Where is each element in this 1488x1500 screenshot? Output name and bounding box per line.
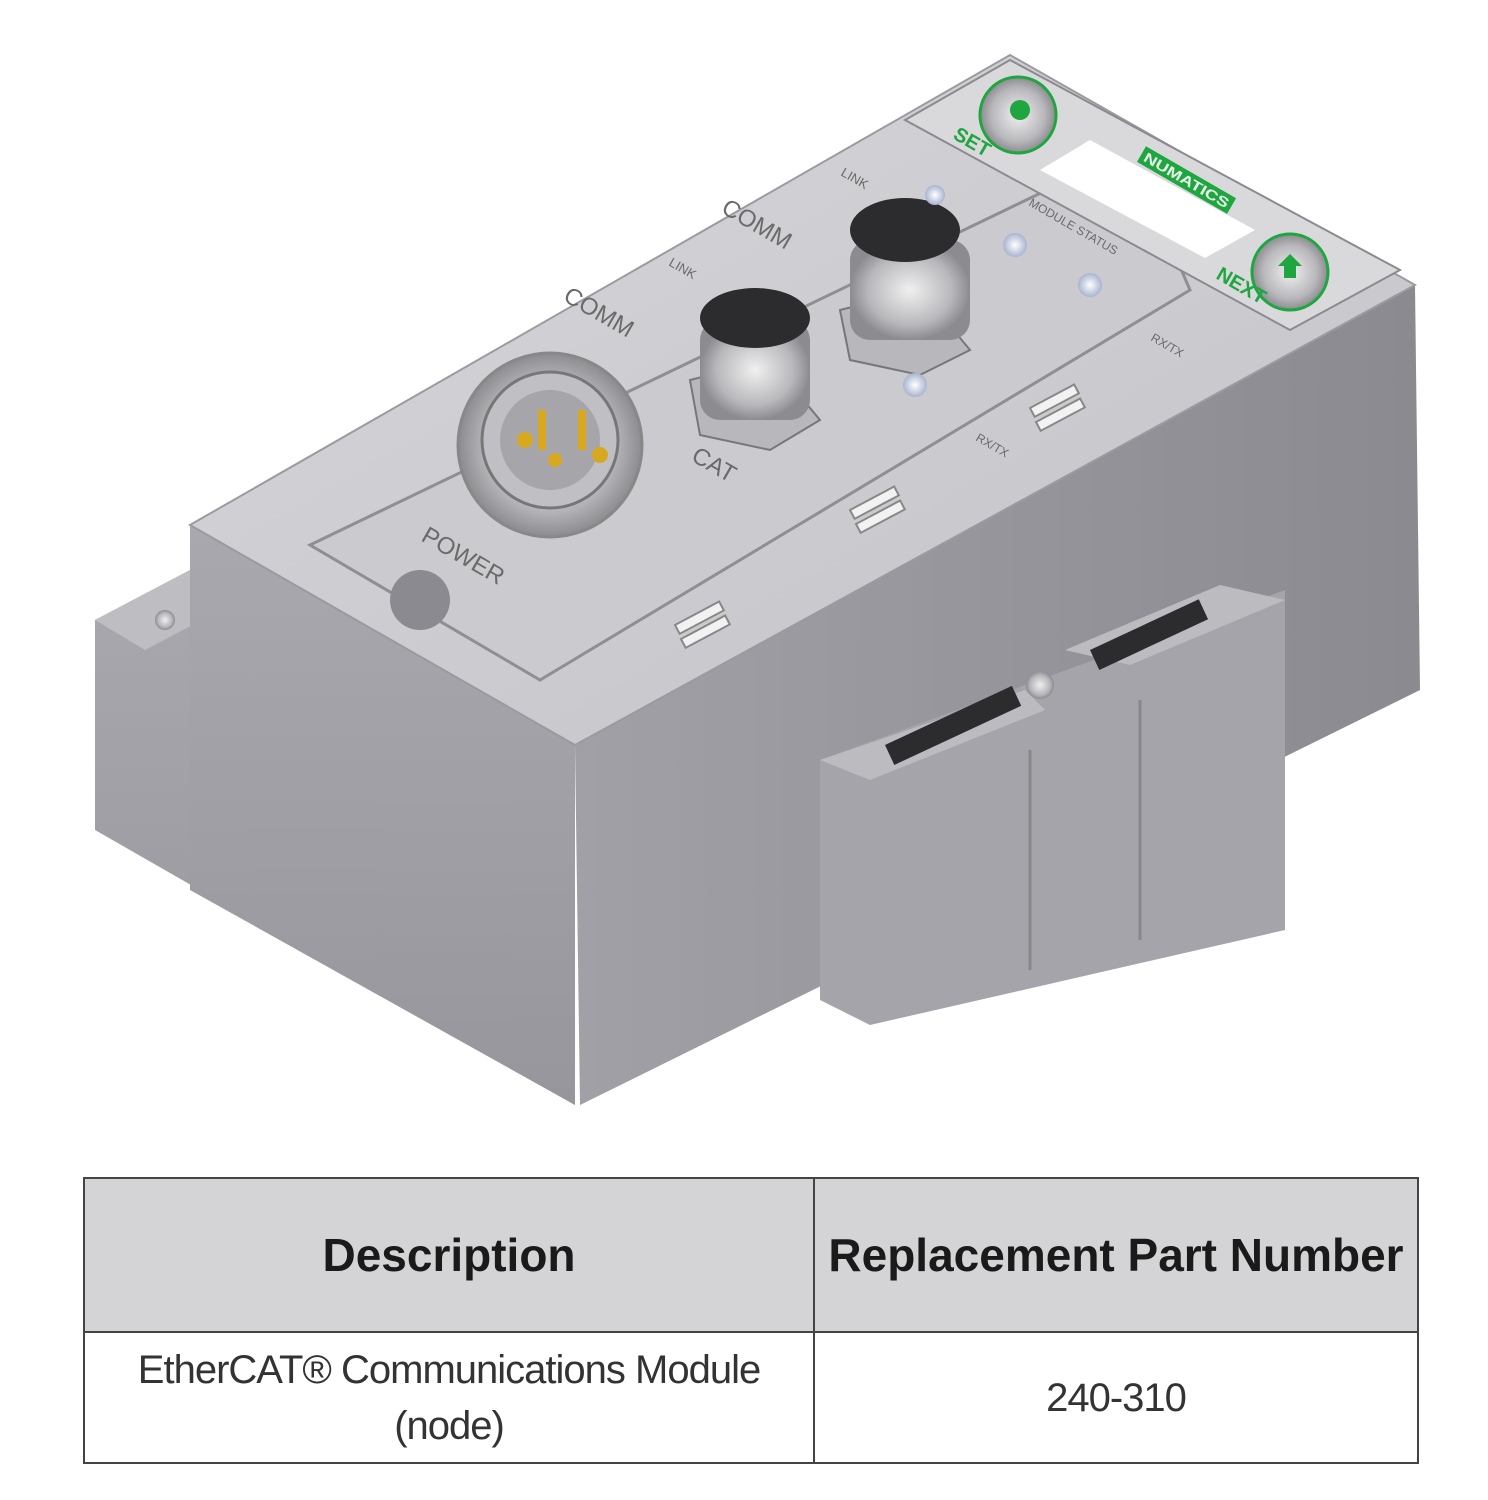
ethercat-port-2[interactable] xyxy=(838,198,972,377)
status-led xyxy=(1078,273,1102,297)
body-front-face xyxy=(190,525,575,1105)
table-header-row: Description Replacement Part Number xyxy=(83,1177,1419,1333)
part-number-header: Replacement Part Number xyxy=(813,1177,1419,1333)
mount-hole xyxy=(390,570,450,630)
power-connector xyxy=(456,351,644,539)
screw-icon xyxy=(155,610,175,630)
ethercat-module-illustration: SET NEXT NUMATICS LINK LINK COMM COMM MO… xyxy=(95,53,1420,1105)
status-led xyxy=(1003,233,1027,257)
description-cell: EtherCAT® Communications Module (node) xyxy=(83,1331,815,1464)
arrow-up-icon xyxy=(1278,254,1302,278)
status-led xyxy=(903,373,927,397)
display-window xyxy=(1040,140,1255,258)
table-row: EtherCAT® Communications Module (node) 2… xyxy=(83,1331,1419,1464)
replacement-parts-table: Description Replacement Part Number Ethe… xyxy=(83,1177,1419,1464)
slot-markers xyxy=(673,383,1087,650)
dot-icon xyxy=(1010,100,1030,120)
status-led xyxy=(925,185,945,205)
set-button[interactable] xyxy=(978,75,1058,155)
backplane-connector xyxy=(820,585,1285,1025)
description-header: Description xyxy=(83,1177,815,1333)
next-button[interactable] xyxy=(1250,232,1330,312)
ethercat-port-1[interactable] xyxy=(688,288,822,452)
part-number-cell: 240-310 xyxy=(813,1331,1419,1464)
